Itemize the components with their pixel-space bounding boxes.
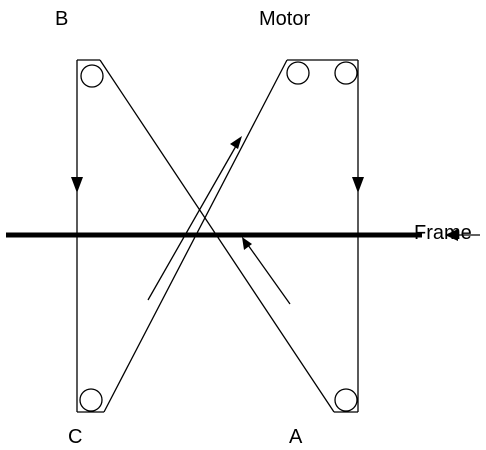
pulley-a	[334, 388, 358, 412]
label-a: A	[289, 426, 303, 448]
motion-arrow-long-shaft	[147, 145, 237, 301]
motion-arrow-short-head	[242, 237, 252, 250]
label-frame: Frame	[414, 222, 472, 244]
label-c: C	[68, 426, 82, 448]
cable-diagonal-b-to-a	[99, 59, 335, 413]
pulley-c	[79, 388, 103, 412]
arrow-right-down	[352, 177, 364, 193]
motion-arrow-long-head	[230, 136, 242, 149]
label-motor: Motor	[259, 8, 310, 30]
arrow-left-down	[71, 177, 83, 193]
pulley-motor-right	[334, 61, 358, 85]
motion-arrow-short-shaft	[247, 244, 291, 305]
frame-pointer-head	[445, 229, 458, 241]
label-b: B	[55, 8, 68, 30]
pulley-b	[80, 64, 104, 88]
cable-diagonal-c-to-motor	[103, 59, 288, 413]
pulley-motor-left	[286, 61, 310, 85]
